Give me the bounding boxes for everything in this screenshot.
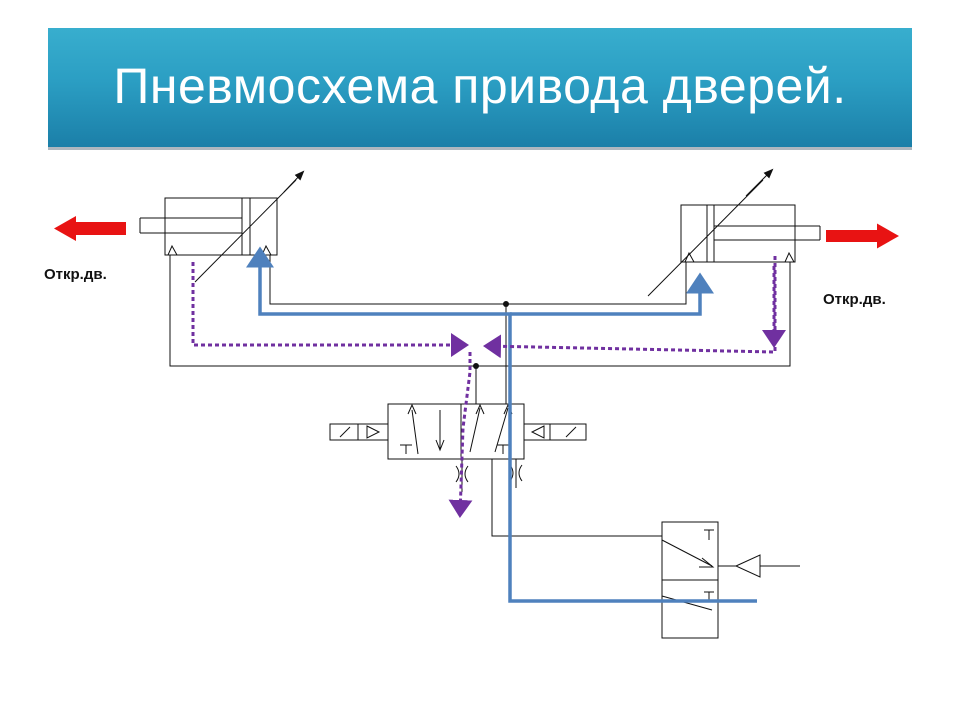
exhaust-air-flow bbox=[191, 256, 786, 518]
air-lines bbox=[169, 255, 791, 537]
supply-air-flow bbox=[246, 246, 757, 603]
solenoid-valve bbox=[329, 403, 587, 460]
page-title: Пневмосхема привода дверей. bbox=[113, 58, 847, 114]
pneumatic-control-valve bbox=[661, 521, 800, 639]
junction-dot bbox=[503, 301, 509, 307]
door-open-arrow-right bbox=[826, 223, 899, 249]
door-open-arrow-left bbox=[54, 216, 126, 241]
left-door-cylinder bbox=[139, 170, 305, 283]
title-bar bbox=[48, 28, 912, 150]
right-door-label: Откр.дв. bbox=[823, 291, 886, 308]
right-door-cylinder bbox=[647, 168, 821, 297]
left-door-label: Откр.дв. bbox=[44, 266, 107, 283]
junction-dot bbox=[473, 363, 479, 369]
exhaust-silencer-right bbox=[509, 459, 523, 488]
